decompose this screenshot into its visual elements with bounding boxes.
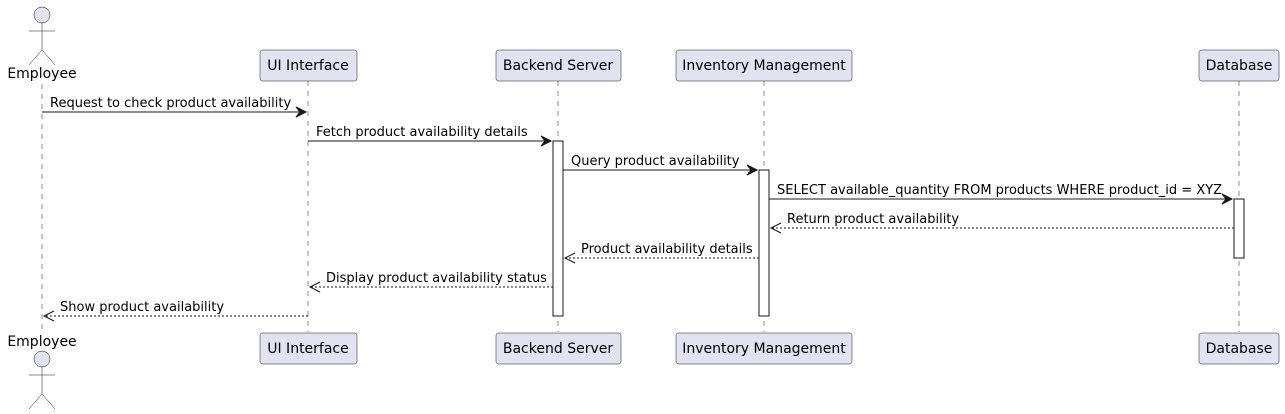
actor-employee-top: Employee [7, 6, 77, 82]
participant-label: Database [1206, 58, 1273, 74]
message-label: Product availability details [581, 242, 753, 257]
message-label: Query product availability [571, 154, 740, 169]
activation-bars [552, 140, 1245, 317]
message-6: Product availability details [563, 242, 759, 264]
message-label: Display product availability status [326, 271, 547, 286]
message-4: SELECT available_quantity FROM products … [769, 183, 1234, 205]
arrowhead-icon [769, 222, 782, 234]
participant-box [495, 49, 622, 82]
participant-inventory-bottom: Inventory Management [675, 332, 853, 365]
activation-backend [552, 140, 564, 317]
lifelines [41, 81, 1240, 332]
message-label: Return product availability [787, 212, 959, 227]
arrowhead-icon [295, 106, 308, 118]
message-8: Show product availability [42, 300, 308, 322]
message-label: Fetch product availability details [316, 125, 528, 140]
participant-label: Backend Server [503, 341, 613, 357]
participant-backend-bottom: Backend Server [495, 332, 622, 365]
participant-label: UI Interface [267, 58, 349, 74]
participants-top: Employee UI Interface Backend Server Inv… [7, 6, 1280, 82]
actor-head-icon [33, 6, 51, 24]
participant-label: UI Interface [267, 341, 349, 357]
participant-label: Inventory Management [682, 341, 846, 357]
actor-employee-bottom: Employee [7, 334, 77, 410]
participant-box [675, 332, 853, 365]
participant-database-top: Database [1198, 49, 1280, 82]
activation-database [1233, 198, 1245, 259]
participant-label: Employee [7, 334, 76, 350]
arrowhead-icon [563, 252, 576, 264]
participant-ui-top: UI Interface [259, 49, 358, 82]
participant-box [495, 332, 622, 365]
message-label: Show product availability [60, 300, 224, 315]
message-2: Fetch product availability details [308, 125, 553, 147]
actor-head-icon [33, 350, 51, 368]
actor-body-icon [28, 23, 56, 66]
activation-inventory [758, 169, 770, 317]
message-label: SELECT available_quantity FROM products … [777, 183, 1222, 198]
participant-box [675, 49, 853, 82]
arrowhead-icon [308, 281, 321, 293]
participant-box [259, 332, 358, 365]
participant-label: Inventory Management [682, 58, 846, 74]
participant-inventory-top: Inventory Management [675, 49, 853, 82]
message-1: Request to check product availability [42, 96, 308, 118]
message-3: Query product availability [563, 154, 759, 176]
participant-box [1198, 332, 1280, 365]
messages: Request to check product availability Fe… [42, 96, 1234, 322]
arrowhead-icon [1221, 193, 1234, 205]
participant-box [259, 49, 358, 82]
message-5: Return product availability [769, 212, 1234, 234]
arrowhead-icon [540, 135, 553, 147]
participant-ui-bottom: UI Interface [259, 332, 358, 365]
arrowhead-icon [42, 310, 55, 322]
participant-database-bottom: Database [1198, 332, 1280, 365]
message-7: Display product availability status [308, 271, 553, 293]
participant-backend-top: Backend Server [495, 49, 622, 82]
participant-box [1198, 49, 1280, 82]
participant-label: Database [1206, 341, 1273, 357]
participants-bottom: Employee UI Interface Backend Server Inv… [7, 332, 1280, 410]
message-label: Request to check product availability [50, 96, 291, 111]
arrowhead-icon [746, 164, 759, 176]
participant-label: Employee [7, 66, 76, 82]
actor-body-icon [28, 367, 56, 410]
participant-label: Backend Server [503, 58, 613, 74]
